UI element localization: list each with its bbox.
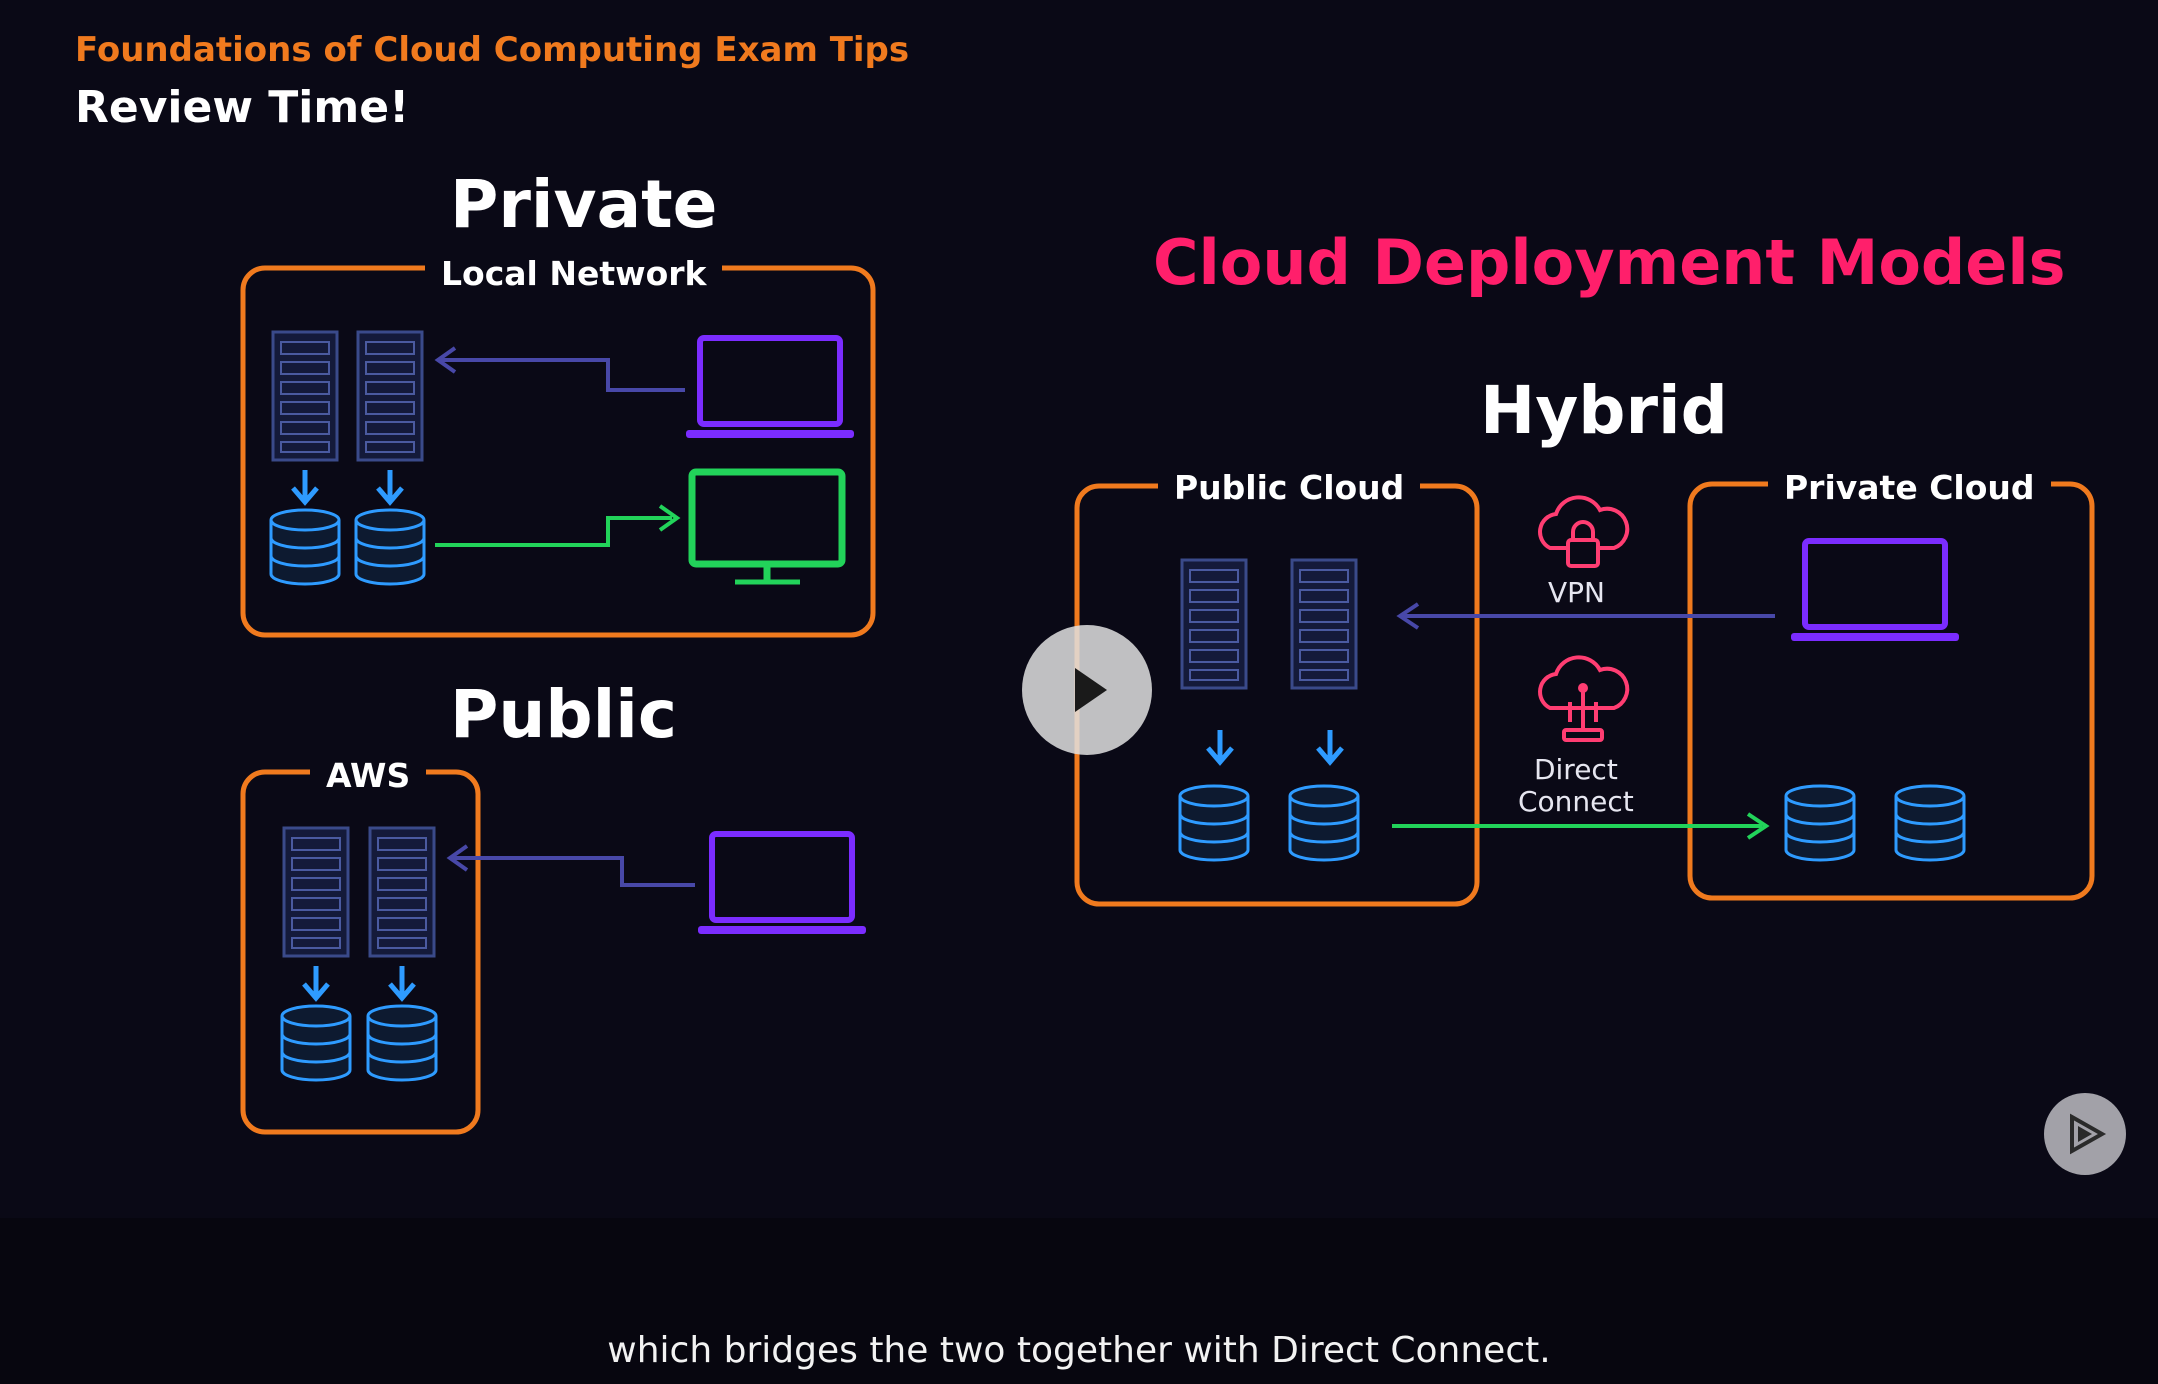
play-icon	[1075, 668, 1107, 712]
slide-title: Cloud Deployment Models	[1153, 226, 2066, 299]
subtitle-caption: which bridges the two together with Dire…	[607, 1330, 1551, 1371]
direct-connect-connection	[1392, 655, 1770, 840]
cloud-lock-icon	[1538, 495, 1630, 568]
public-cloud-label: Public Cloud	[1158, 468, 1421, 507]
laptop-icon	[686, 338, 854, 438]
private-cloud-label: Private Cloud	[1768, 468, 2051, 507]
play-button[interactable]	[1022, 625, 1152, 755]
aws-label: AWS	[310, 756, 427, 795]
local-network-label: Local Network	[425, 254, 723, 293]
local-network-group	[240, 265, 876, 638]
video-frame[interactable]: Foundations of Cloud Computing Exam Tips…	[0, 0, 2158, 1218]
slide-diagram	[240, 265, 2095, 1135]
monitor-icon	[688, 468, 846, 585]
course-title: Foundations of Cloud Computing Exam Tips	[75, 30, 910, 70]
private-heading: Private	[450, 166, 718, 243]
pluralsight-button[interactable]	[2044, 1093, 2126, 1175]
section-title: Review Time!	[75, 82, 410, 133]
aws-group	[240, 769, 866, 1135]
vpn-connection	[1396, 495, 1775, 630]
pluralsight-logo-icon	[2070, 1113, 2107, 1155]
hybrid-heading: Hybrid	[1480, 372, 1728, 449]
direct-connect-line2: Connect	[1518, 785, 1634, 818]
public-heading: Public	[450, 676, 677, 753]
direct-connect-label: Direct Connect	[1518, 754, 1634, 818]
laptop-icon	[1791, 541, 1959, 641]
laptop-icon	[698, 834, 866, 934]
direct-connect-line1: Direct	[1533, 753, 1618, 786]
vpn-label: VPN	[1548, 576, 1605, 609]
cloud-connect-icon	[1538, 655, 1630, 742]
